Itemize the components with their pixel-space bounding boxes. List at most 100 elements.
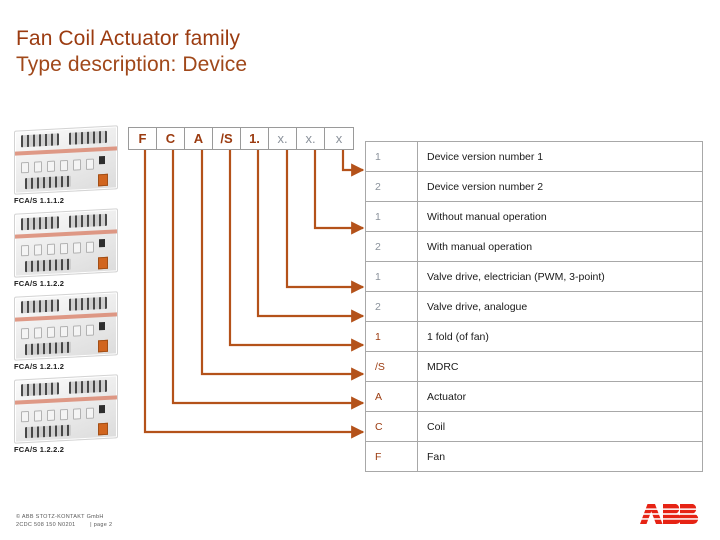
device-button-icon [47, 409, 55, 421]
terminal-block-icon [25, 175, 71, 190]
row-code: 2 [365, 231, 418, 262]
device-stripe [15, 395, 117, 405]
device-label: FCA/S 1.2.1.2 [14, 362, 65, 371]
table-row: C Coil [365, 411, 703, 442]
device-led-icon [99, 238, 105, 248]
code-cell-x3: x [335, 131, 343, 146]
bus-connector-icon [98, 173, 108, 187]
connector-x1 [285, 150, 365, 294]
row-description: Device version number 1 [417, 141, 703, 172]
device-button-icon [60, 242, 68, 254]
code-cell-s: /S [213, 128, 241, 149]
device-block: FCA/S 1.1.1.2 [14, 125, 126, 205]
terminal-block-icon [21, 133, 59, 148]
device-stripe [15, 312, 117, 322]
terminal-block-icon [69, 130, 107, 145]
connector-a [200, 150, 365, 381]
row-description: 1 fold (of fan) [417, 321, 703, 352]
connector-x2 [313, 150, 365, 235]
row-description: Coil [417, 411, 703, 442]
terminal-block-icon [69, 213, 107, 228]
terminal-block-icon [21, 299, 59, 314]
type-code-table: 1 Device version number 1 2 Device versi… [365, 141, 703, 472]
device-button-icon [73, 158, 81, 171]
table-row: 2 Device version number 2 [365, 171, 703, 202]
bus-connector-icon [98, 339, 108, 353]
table-body: 1 Device version number 1 2 Device versi… [365, 141, 703, 472]
row-code: 1 [365, 201, 418, 232]
code-cell-x2: x. [297, 128, 325, 149]
code-cell-a: A [185, 128, 213, 149]
table-row: 2 Valve drive, analogue [365, 291, 703, 322]
device-button-icon [47, 326, 55, 338]
device-button-icon [21, 410, 29, 422]
device-button-icon [21, 244, 29, 256]
bus-connector-icon [98, 422, 108, 436]
device-block: FCA/S 1.1.2.2 [14, 208, 126, 288]
device-button-icon [34, 160, 42, 173]
connector-1 [256, 150, 365, 323]
footer-docnumber: 2CDC 508 150 N0201 | page 2 [16, 522, 113, 528]
device-led-icon [99, 155, 105, 165]
device-button-row [21, 321, 95, 341]
code-cell-1: 1. [241, 128, 269, 149]
device-button-icon [86, 407, 94, 419]
connector-s [228, 150, 365, 352]
terminal-block-icon [21, 382, 59, 397]
code-cell-c: C [157, 128, 185, 149]
device-label: FCA/S 1.2.2.2 [14, 445, 65, 454]
device-button-icon [21, 161, 29, 173]
row-description: Device version number 2 [417, 171, 703, 202]
device-button-row [21, 155, 95, 175]
table-row: 1 Device version number 1 [365, 141, 703, 172]
title-line-1: Fan Coil Actuator family [16, 27, 241, 50]
device-button-icon [60, 159, 68, 171]
device-button-icon [60, 325, 68, 337]
device-block: FCA/S 1.2.1.2 [14, 291, 126, 371]
terminal-block-icon [25, 258, 71, 273]
table-row: 1 Without manual operation [365, 201, 703, 232]
device-photo-image [14, 291, 118, 361]
device-button-icon [86, 241, 94, 253]
row-code: C [365, 411, 418, 442]
row-code: 2 [365, 291, 418, 322]
terminal-block-icon [69, 296, 107, 311]
terminal-block-icon [25, 341, 71, 356]
device-button-icon [86, 158, 94, 170]
row-code: 1 [365, 261, 418, 292]
title-line-2: Type description: Device [16, 53, 248, 76]
table-row: 2 With manual operation [365, 231, 703, 262]
device-button-icon [73, 407, 81, 420]
row-code: A [365, 381, 418, 412]
device-button-icon [47, 160, 55, 172]
row-code: 1 [365, 321, 418, 352]
footer-copyright: © ABB STOTZ-KONTAKT GmbH [16, 514, 104, 520]
device-button-row [21, 238, 95, 258]
terminal-row-top [21, 130, 109, 148]
page-title: Fan Coil Actuator family Type descriptio… [16, 26, 616, 78]
code-cell-f: F [129, 128, 157, 149]
device-photo-column: FCA/S 1.1.1.2 FCA/S 1.1.2.2 [14, 125, 126, 460]
device-block: FCA/S 1.2.2.2 [14, 374, 126, 454]
device-photo-image [14, 208, 118, 278]
device-led-icon [99, 321, 105, 331]
table-row: 1 1 fold (of fan) [365, 321, 703, 352]
bus-connector-icon [98, 256, 108, 270]
terminal-row-top [21, 213, 109, 231]
terminal-row-top [21, 379, 109, 397]
row-description: Valve drive, analogue [417, 291, 703, 322]
type-code-header: F C A /S 1. x. x. x [128, 127, 354, 150]
device-button-icon [86, 324, 94, 336]
row-description: Fan [417, 441, 703, 472]
device-button-icon [34, 243, 42, 256]
device-photo-image [14, 125, 118, 195]
code-cell-x1: x. [269, 128, 297, 149]
row-code: 1 [365, 141, 418, 172]
device-button-icon [73, 241, 81, 254]
terminal-row-top [21, 296, 109, 314]
table-row: F Fan [365, 441, 703, 472]
footer: © ABB STOTZ-KONTAKT GmbH 2CDC 508 150 N0… [16, 513, 112, 529]
device-button-row [21, 404, 95, 424]
connector-f [143, 150, 365, 439]
device-label: FCA/S 1.1.1.2 [14, 196, 65, 205]
